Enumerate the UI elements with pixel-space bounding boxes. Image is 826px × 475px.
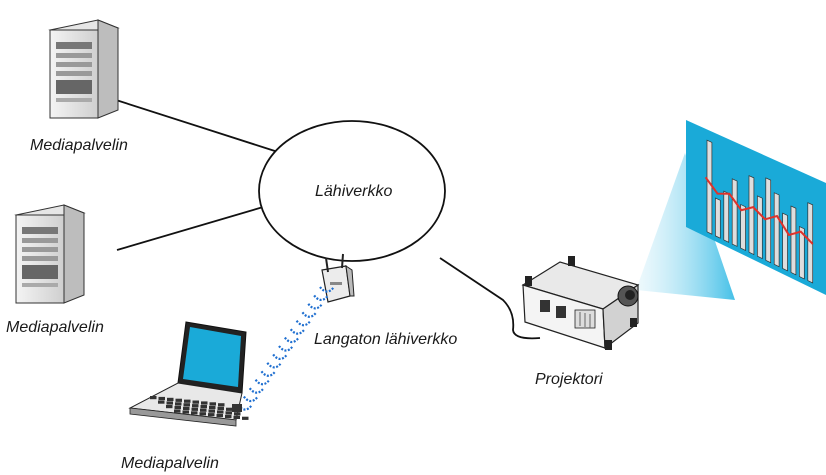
screen-bar [723, 190, 730, 243]
keyboard-key [200, 408, 207, 412]
server1-lan-link [115, 99, 279, 153]
signal-arc [319, 286, 335, 293]
screen-bar [799, 226, 805, 280]
keyboard-key [175, 398, 182, 402]
signal-arc [307, 303, 324, 310]
keyboard-key [183, 406, 190, 410]
projector-lan-link [439, 257, 541, 340]
keyboard-key [209, 402, 216, 406]
screen-bar [706, 139, 713, 235]
keyboard-key [192, 400, 199, 404]
keyboard-key [183, 403, 190, 407]
signal-arc [278, 345, 294, 352]
screen-bar [765, 177, 772, 264]
keyboard-key [200, 405, 207, 409]
server-tower-icon [48, 19, 120, 119]
keyboard-key [166, 401, 173, 405]
keyboard-key [226, 407, 233, 411]
screen-bar [740, 203, 746, 252]
keyboard-key [192, 404, 199, 408]
keyboard-key [233, 415, 240, 419]
signal-arc [272, 353, 289, 361]
screen-bar [757, 195, 763, 260]
signal-arc [242, 395, 259, 403]
keyboard-key [216, 414, 223, 418]
keyboard-key [218, 403, 225, 407]
screen-bar [782, 212, 788, 272]
server-tower-icon [14, 204, 86, 304]
keyboard-key [166, 405, 173, 409]
keyboard-key [225, 414, 232, 419]
keyboard-key [208, 409, 215, 413]
keyboard-key [167, 397, 174, 401]
keyboard-key [217, 406, 224, 410]
screen-bar [715, 197, 721, 239]
signal-arc [266, 362, 283, 369]
server2-lan-link [116, 204, 271, 251]
keyboard-key [234, 412, 241, 416]
keyboard-key [191, 411, 198, 415]
screen-bar [748, 175, 755, 256]
projector-icon [521, 256, 640, 350]
keyboard-key [242, 416, 249, 420]
screen-trend-line [704, 176, 814, 245]
lan-label: Lähiverkko [315, 183, 393, 200]
keyboard-key [209, 405, 216, 410]
signal-arc [254, 379, 271, 386]
keyboard-key [175, 402, 182, 406]
laptop-label: Mediapalvelin [121, 455, 219, 472]
keyboard-key [158, 400, 165, 404]
laptop-icon [128, 321, 249, 427]
projection-screen-icon [686, 120, 826, 295]
keyboard-key [182, 410, 189, 414]
keyboard-key [184, 399, 191, 403]
keyboard-key [150, 396, 157, 400]
signal-arc [289, 328, 306, 335]
signal-arc [313, 294, 330, 302]
keyboard-key [174, 405, 181, 410]
projection-beam [636, 153, 735, 300]
server-label: Mediapalvelin [30, 137, 128, 154]
wireless-access-point-icon [321, 253, 355, 303]
signal-arc [295, 320, 312, 327]
signal-arc [301, 311, 318, 318]
keyboard-key [158, 396, 165, 401]
access-point-label: Langaton lähiverkko [314, 331, 458, 348]
screen-bar [790, 205, 797, 276]
screen-bar [731, 178, 738, 247]
wireless-signal-icon [237, 286, 335, 411]
keyboard-key [208, 413, 215, 417]
keyboard-key [217, 410, 224, 414]
keyboard-key [201, 401, 208, 405]
projector-label: Projektori [535, 371, 603, 388]
keyboard-key [225, 411, 232, 415]
keyboard-key [199, 412, 206, 416]
keyboard-key [191, 407, 198, 411]
lan-ellipse [258, 120, 446, 262]
keyboard-key [174, 409, 181, 413]
signal-arc [248, 387, 265, 394]
signal-arc [260, 370, 277, 377]
server-label: Mediapalvelin [6, 319, 104, 336]
signal-arc [283, 336, 300, 344]
screen-bar [773, 192, 780, 268]
